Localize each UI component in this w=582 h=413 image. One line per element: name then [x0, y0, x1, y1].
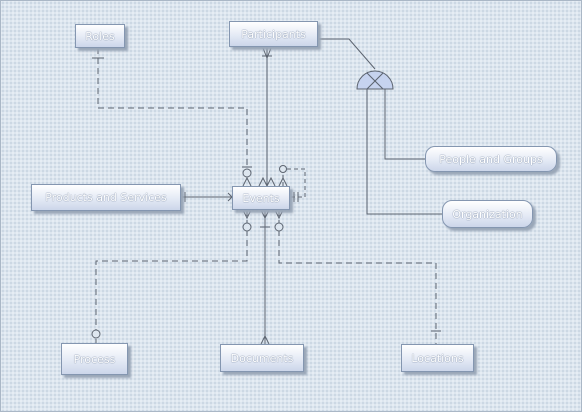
events-inbound-marks [242, 176, 288, 187]
entity-documents[interactable]: Documents [220, 344, 304, 372]
subtype-organization-link [366, 89, 442, 215]
entity-organization[interactable]: Organization [442, 200, 533, 228]
entity-roles[interactable]: Roles [75, 24, 125, 48]
participants-subtype-link [318, 38, 376, 70]
entity-products-and-services[interactable]: Products and Services [31, 184, 181, 211]
subtype-people-link [384, 89, 427, 160]
events-documents-link [260, 209, 270, 345]
entity-locations[interactable]: Locations [401, 344, 474, 372]
entity-people-and-groups[interactable]: People and Groups [425, 146, 557, 172]
events-locations-link [274, 209, 441, 344]
participants-events-link [262, 47, 272, 186]
events-self-link [279, 165, 306, 202]
events-process-link [91, 209, 252, 343]
entity-events[interactable]: Events [232, 186, 290, 210]
roles-events-link [92, 48, 252, 178]
entity-process[interactable]: Process [61, 343, 128, 375]
subtype-gate [356, 70, 394, 90]
entity-participants[interactable]: Participants [229, 21, 318, 47]
products-events-link [181, 192, 233, 202]
